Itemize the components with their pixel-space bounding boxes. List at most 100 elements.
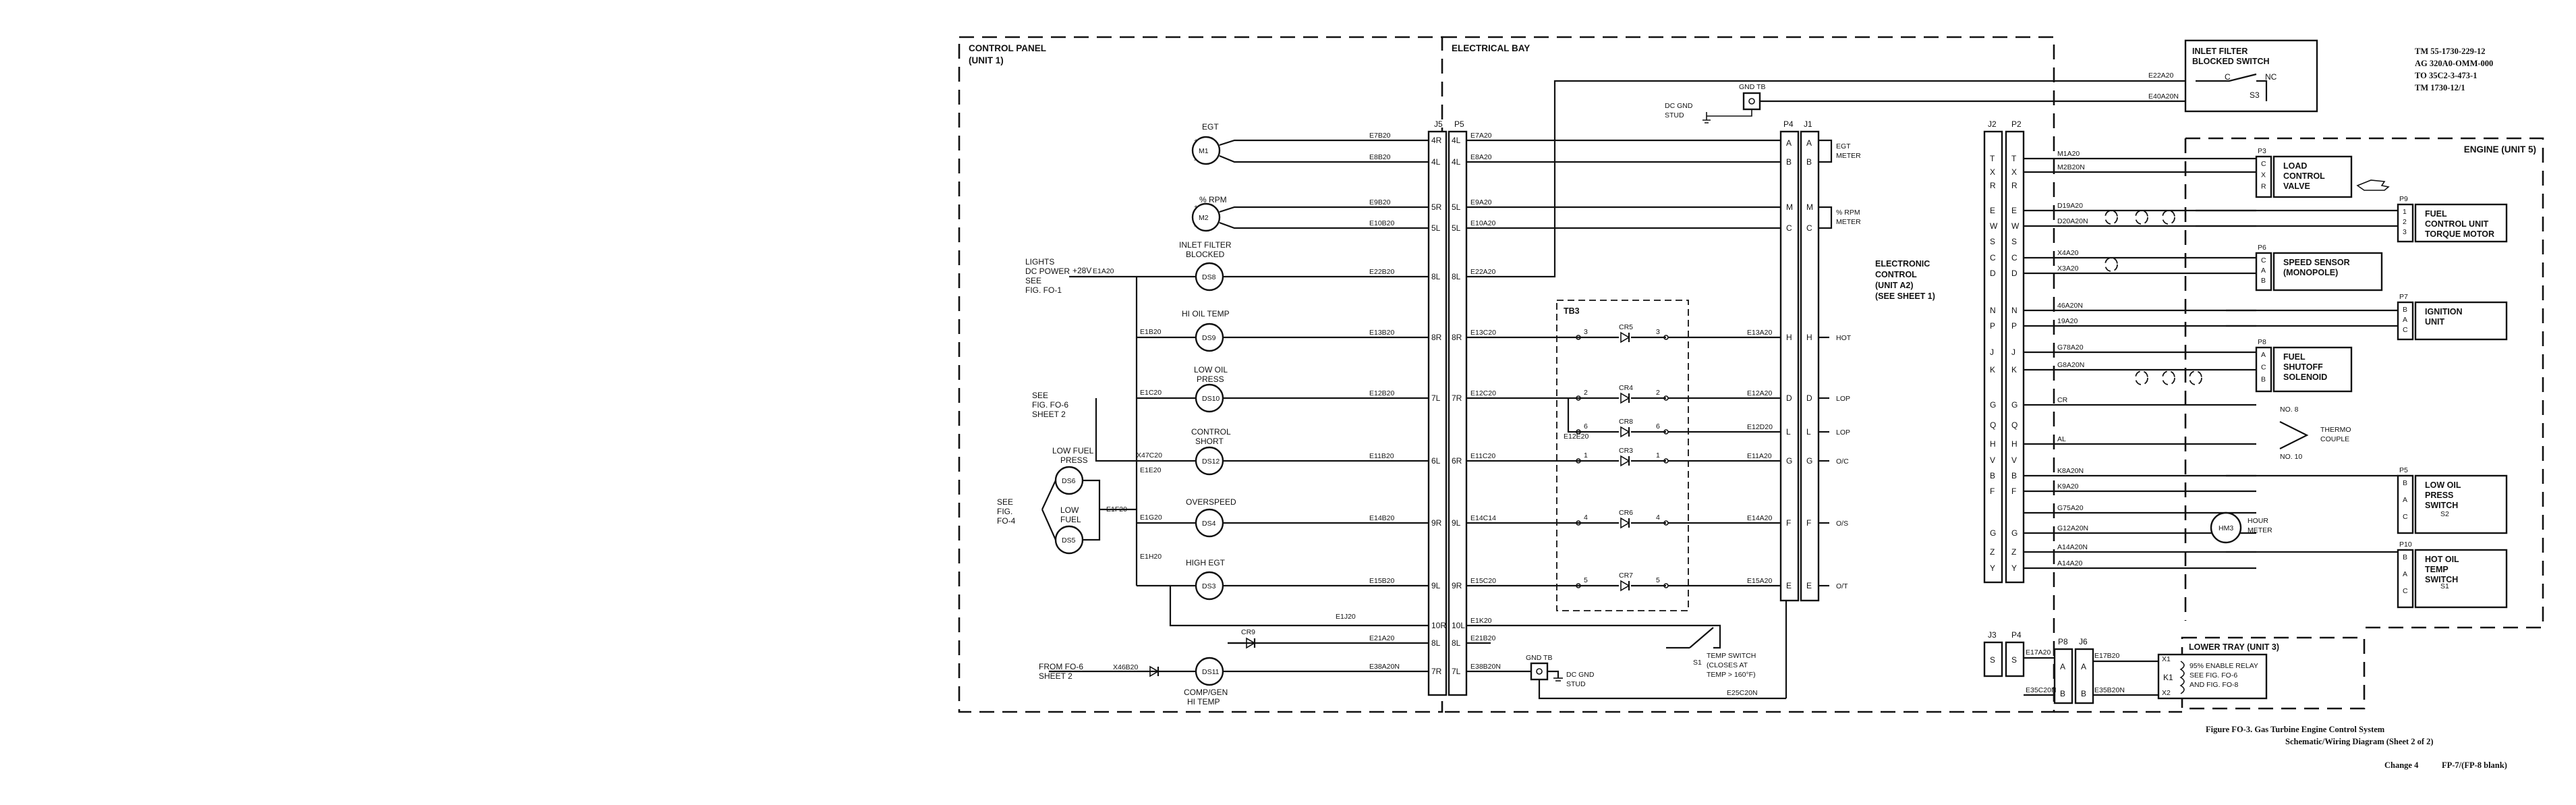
wire-left: E14B20 <box>1369 514 1395 522</box>
ds11-label-2: HI TEMP <box>1187 697 1220 706</box>
ignition-unit-plug <box>2397 301 2414 341</box>
hour-meter-id: HM3 <box>2219 524 2233 532</box>
wire-mid: E8A20 <box>1470 153 1492 161</box>
wire-left: E12B20 <box>1369 389 1395 397</box>
wire-left: E9B20 <box>1369 198 1391 206</box>
j2-pin: Y <box>1990 563 1995 573</box>
tm-number-2: AG 320A0-OMM-000 <box>2415 59 2493 68</box>
fuel-shutoff-solenoid-label: FUEL <box>2283 352 2306 362</box>
temp-switch-2: (CLOSES AT <box>1707 661 1748 669</box>
j6-connector <box>2074 648 2094 704</box>
wire-mid: E11C20 <box>1470 452 1495 460</box>
ignition-unit <box>2414 301 2508 341</box>
wire-e35b20n: E35B20N <box>2094 686 2125 694</box>
wire-right: X4A20 <box>2057 249 2079 257</box>
j1-pin: D <box>1806 393 1812 403</box>
inlet-switch-nc: NC <box>2265 72 2277 82</box>
wire-left: E13B20 <box>1369 329 1395 337</box>
j5-pin: 9R <box>1431 518 1442 528</box>
p2-pin: C <box>2011 253 2017 262</box>
p2-pin: N <box>2011 306 2017 315</box>
wire-e1h20: E1H20 <box>1140 553 1162 561</box>
see-fo6-2: FIG. FO-6 <box>1032 400 1068 410</box>
p4-pin: M <box>1786 202 1793 212</box>
p5-pin: 8L <box>1452 638 1461 648</box>
svg-text:B: B <box>2060 689 2065 698</box>
ds5-label-1: LOW <box>1060 505 1079 515</box>
j5-pin-labels: 4R4L5R5L8L8R7L6L9R9L10R8L7R4L4L5L5L8L8R7… <box>1431 136 1465 676</box>
electronic-control-2: CONTROL <box>1875 270 1917 279</box>
wire-right: A14A20 <box>2057 559 2083 567</box>
func-label: LOP <box>1836 395 1850 403</box>
fuel-shutoff-solenoid-pin: B <box>2261 376 2266 384</box>
p4-pin: L <box>1786 427 1791 437</box>
wire-mid: E21B20 <box>1470 634 1496 642</box>
tb3-diode-label: CR8 <box>1619 418 1633 426</box>
j1-pin: B <box>1806 157 1812 167</box>
inlet-switch-id: S3 <box>2250 90 2260 100</box>
plus-mark: + <box>1194 203 1198 211</box>
wire-e17a20: E17A20 <box>2026 648 2051 657</box>
load-control-valve-label: CONTROL <box>2283 171 2325 181</box>
j1-pin: H <box>1806 333 1812 342</box>
wire-tb3-out: E12A20 <box>1747 389 1773 397</box>
hot-oil-temp-switch-label: SWITCH <box>2425 575 2458 584</box>
wire-mid: E10A20 <box>1470 219 1496 227</box>
wire-x46b20: X46B20 <box>1113 663 1139 671</box>
p2-pin: K <box>2011 365 2017 374</box>
tm-number-1: TM 55-1730-229-12 <box>2415 47 2486 56</box>
tb3-diode-label: CR6 <box>1619 509 1633 517</box>
load-control-valve-plug-label: P3 <box>2258 147 2266 155</box>
wire-e1b20: E1B20 <box>1140 328 1162 336</box>
tb3-term: 6 <box>1584 422 1588 431</box>
meter-m1-id: M1 <box>1199 147 1209 155</box>
relay-x1: X1 <box>2162 655 2171 663</box>
wire-right: AL <box>2057 435 2066 443</box>
p2-pin: F <box>2011 487 2016 496</box>
tm-number-4: TM 1730-12/1 <box>2415 83 2465 92</box>
ds3-label: HIGH EGT <box>1186 558 1226 567</box>
gnd-tb-top-label: GND TB <box>1739 83 1765 91</box>
tb3-diode <box>1620 517 1630 529</box>
see-fo4-1: SEE <box>997 497 1013 507</box>
dc-gnd-stud-top-1: DC GND <box>1665 102 1693 110</box>
wire-left: E38A20N <box>1369 663 1400 671</box>
j2-pin: T <box>1990 154 1995 163</box>
j1-pin: C <box>1806 223 1812 233</box>
ds12-label-1: CONTROL <box>1191 427 1231 437</box>
j1-connector <box>1800 130 1820 602</box>
see-fo6-3: SHEET 2 <box>1032 410 1066 419</box>
j2-pin: R <box>1990 181 1996 190</box>
wire-mid: E12C20 <box>1470 389 1496 397</box>
j5-pin: 8L <box>1431 638 1441 648</box>
wire-right: 19A20 <box>2057 317 2078 325</box>
hot-oil-temp-switch-plug <box>2397 549 2414 609</box>
tb3-diode <box>1620 580 1630 592</box>
relay-text-3: AND FIG. FO-8 <box>2189 681 2238 689</box>
p2-pin: W <box>2011 221 2020 231</box>
thermo-label-2: COUPLE <box>2320 435 2349 443</box>
s2-label: S2 <box>2440 510 2449 518</box>
func-meter: METER <box>1836 152 1861 160</box>
dc-gnd-stud-bottom-1: DC GND <box>1566 671 1595 679</box>
p5-pin: 8L <box>1452 272 1461 281</box>
speed-sensor-pin: A <box>2261 267 2266 275</box>
gnd-tb-bottom <box>1530 662 1549 681</box>
ds11-label-1: COMP/GEN <box>1184 688 1228 697</box>
load-control-valve-pin: R <box>2261 182 2266 190</box>
p2-connector <box>2005 130 2025 584</box>
load-control-valve-label: VALVE <box>2283 182 2310 191</box>
tm-number-3: TO 35C2-3-473-1 <box>2415 71 2477 80</box>
low-oil-press-switch <box>2414 474 2508 534</box>
tb3-diode-label: CR3 <box>1619 447 1633 455</box>
s1b-label: S1 <box>2440 582 2449 590</box>
p5-pin: 7L <box>1452 667 1461 676</box>
temp-switch-3: TEMP > 160°F) <box>1707 671 1756 679</box>
lamp-ds9-id: DS9 <box>1202 334 1216 342</box>
plus-28v: +28V <box>1072 266 1091 275</box>
load-control-valve <box>2272 155 2353 198</box>
wire-mid: E22A20 <box>1470 268 1496 276</box>
see-fo4-2: FIG. <box>997 507 1012 516</box>
wire-left: E10B20 <box>1369 219 1395 227</box>
fuel-shutoff-solenoid-pin: A <box>2261 351 2266 359</box>
